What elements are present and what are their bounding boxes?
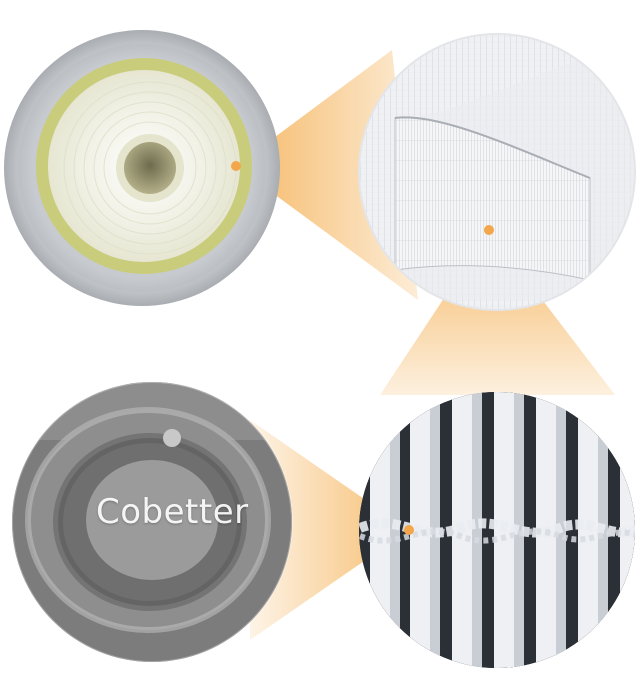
fiber-shadow (514, 392, 524, 668)
fiber-strands-closeup (359, 392, 635, 668)
cartridge-end-view (4, 30, 280, 306)
callout-dot (404, 525, 414, 535)
sem-scale-caption: 2 . 4mm 20k (100, 670, 164, 681)
callout-dot (231, 161, 241, 171)
callout-beam-middle (380, 230, 615, 395)
sem-fiber-cross-section (11, 381, 293, 663)
pleated-membrane-closeup (358, 33, 636, 311)
callout-dot (484, 225, 494, 235)
fiber-shadow (472, 392, 482, 668)
brand-watermark: Cobetter (96, 492, 249, 532)
callout-beam-bottom (250, 420, 409, 640)
fiber-shadow (390, 392, 400, 668)
